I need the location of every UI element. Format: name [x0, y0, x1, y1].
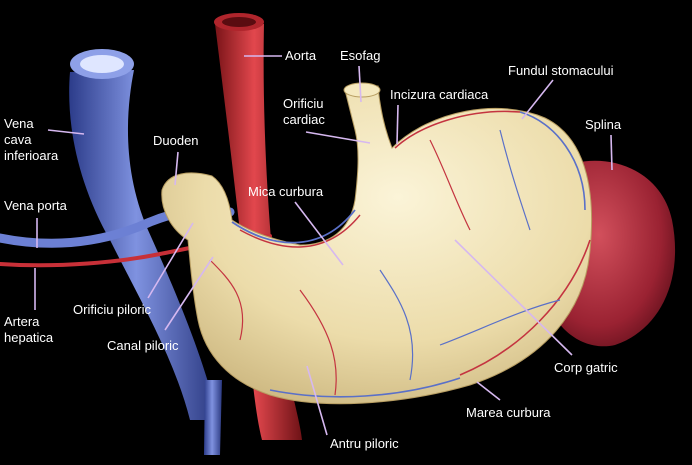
- label-orificiu-cardiac: Orificiu cardiac: [283, 96, 325, 127]
- leader-incizura-cardiaca: [396, 104, 399, 145]
- label-marea-curbura: Marea curbura: [466, 405, 551, 420]
- label-orificiu-piloric: Orificiu piloric: [73, 302, 152, 317]
- label-corp-gatric: Corp gatric: [554, 360, 618, 375]
- label-artera-hepatica: Artera hepatica: [4, 314, 54, 345]
- label-canal-piloric: Canal piloric: [107, 338, 179, 353]
- stomach-organ: [161, 82, 592, 405]
- leader-corp-gatric: [454, 239, 573, 356]
- leader-esofag: [358, 65, 362, 103]
- leader-marea-curbura: [476, 381, 501, 401]
- label-antru-piloric: Antru piloric: [330, 436, 399, 451]
- leader-orificiu-cardiac: [305, 131, 371, 144]
- label-vena-porta: Vena porta: [4, 198, 67, 213]
- label-aorta: Aorta: [285, 48, 317, 63]
- label-vena-cava-inferioara: Vena cava inferioara: [4, 116, 59, 163]
- label-splina: Splina: [585, 117, 622, 132]
- label-fundul-stomacului: Fundul stomacului: [508, 63, 614, 78]
- label-duoden: Duoden: [153, 133, 199, 148]
- leader-splina: [610, 134, 613, 171]
- leader-canal-piloric: [164, 256, 214, 331]
- leader-fundul-stomacului: [521, 79, 554, 120]
- leader-vena-cava: [47, 129, 85, 135]
- leader-antru-piloric: [306, 365, 328, 436]
- label-esofag: Esofag: [340, 48, 381, 63]
- leader-mica-curbura: [294, 201, 344, 266]
- vena-cava-inferioara-vessel: [69, 49, 222, 455]
- label-mica-curbura: Mica curbura: [248, 184, 324, 199]
- leader-orificiu-piloric: [147, 222, 194, 299]
- leader-duoden: [174, 151, 179, 186]
- label-incizura-cardiaca: Incizura cardiaca: [390, 87, 489, 102]
